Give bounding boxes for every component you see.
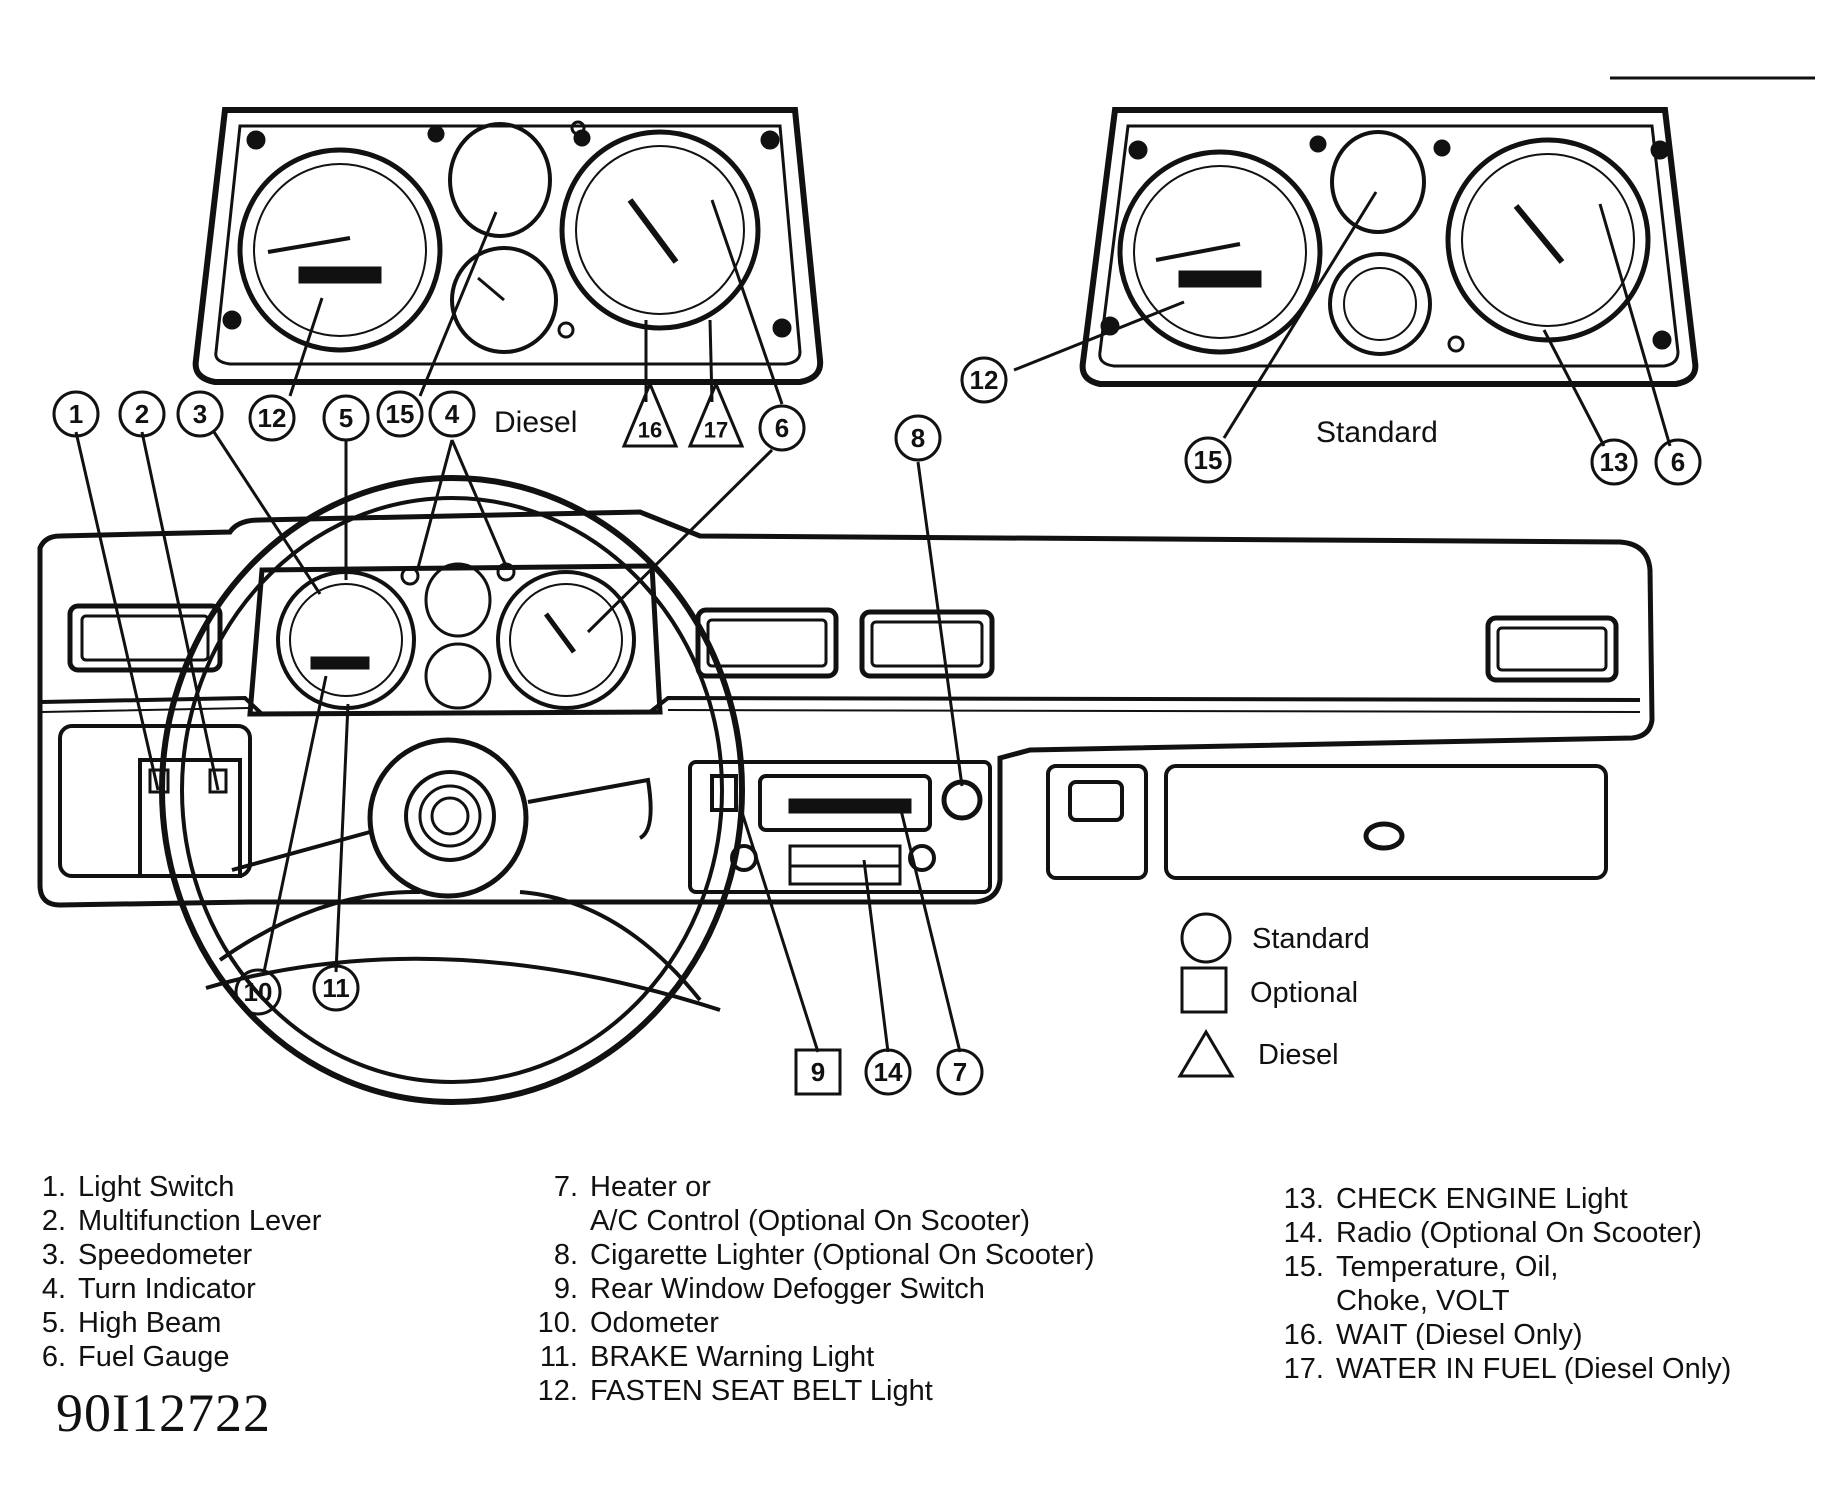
glove-box-lock xyxy=(1363,821,1405,851)
list-item: 15.Temperature, Oil, xyxy=(1283,1251,1559,1283)
callout-9: 9 xyxy=(811,1057,825,1087)
center-air-vent-right xyxy=(859,609,995,679)
callout-12-diesel: 12 xyxy=(258,403,287,433)
diesel-fuel-gauge xyxy=(559,129,761,331)
callout-6-standard: 6 xyxy=(1671,447,1685,477)
legend-diesel: Diesel xyxy=(1258,1039,1339,1071)
list-item: 14.Radio (Optional On Scooter) xyxy=(1283,1217,1702,1249)
list-item: 11.BRAKE Warning Light xyxy=(539,1341,875,1373)
list-item: 9.Rear Window Defogger Switch xyxy=(553,1273,985,1305)
diesel-cluster xyxy=(192,107,824,385)
steering-hub xyxy=(367,737,529,899)
dash-fuel-gauge xyxy=(496,570,636,710)
dashboard xyxy=(37,509,1655,908)
list-item-continuation: Choke, VOLT xyxy=(1336,1285,1510,1317)
diesel-aux-gauge xyxy=(450,246,558,354)
list-item-continuation: A/C Control (Optional On Scooter) xyxy=(590,1205,1031,1237)
legend-square-icon xyxy=(1180,966,1228,1014)
list-item: 12.FASTEN SEAT BELT Light xyxy=(537,1375,933,1407)
callout-17: 17 xyxy=(704,418,728,443)
diesel-speedometer xyxy=(237,147,443,353)
callout-7: 7 xyxy=(953,1057,967,1087)
radio xyxy=(758,774,932,832)
steering-wheel xyxy=(138,475,745,1105)
defogger-switch xyxy=(710,774,738,812)
list-item: 6.Fuel Gauge xyxy=(41,1341,230,1373)
callout-14: 14 xyxy=(874,1057,903,1087)
callout-3: 3 xyxy=(193,399,207,429)
list-item: 17.WATER IN FUEL (Diesel Only) xyxy=(1283,1353,1732,1385)
leader-lines xyxy=(74,191,1672,1053)
callout-8: 8 xyxy=(911,423,925,453)
list-item: 1.Light Switch xyxy=(41,1171,235,1203)
standard-cluster-label: Standard xyxy=(1316,416,1438,449)
center-console xyxy=(688,760,992,894)
list-item: 7.Heater or xyxy=(553,1171,711,1203)
callout-2: 2 xyxy=(135,399,149,429)
standard-speedometer xyxy=(1117,149,1323,355)
callout-shapes xyxy=(52,356,1702,1096)
callout-13: 13 xyxy=(1600,447,1629,477)
cigarette-lighter xyxy=(941,779,983,821)
component-list-col-1: 1.Light Switch 2.Multifunction Lever 3.S… xyxy=(30,1170,322,1374)
list-item: 13.CHECK ENGINE Light xyxy=(1283,1183,1628,1215)
list-item: 5.High Beam xyxy=(41,1307,222,1339)
callout-5: 5 xyxy=(339,403,353,433)
component-list-col-2: 7.Heater or A/C Control (Optional On Sco… xyxy=(520,1170,1095,1408)
callout-6-diesel: 6 xyxy=(775,413,789,443)
figure-code: 90I12722 xyxy=(56,1383,271,1443)
legend-optional: Optional xyxy=(1250,977,1358,1009)
standard-aux-gauge xyxy=(1328,252,1432,356)
dash-temp-gauge xyxy=(424,562,492,638)
standard-temp-gauge xyxy=(1330,130,1426,234)
standard-cluster xyxy=(1079,107,1699,387)
legend-triangle-icon xyxy=(1177,1029,1235,1078)
component-list-col-3: 13.CHECK ENGINE Light 14.Radio (Optional… xyxy=(1268,1182,1732,1386)
list-item: 3.Speedometer xyxy=(41,1239,253,1271)
diesel-temp-gauge xyxy=(448,122,552,238)
dash-aux-gauge xyxy=(424,642,492,710)
callout-15-standard: 15 xyxy=(1194,445,1223,475)
standard-fuel-gauge xyxy=(1445,137,1651,343)
list-item: 16.WAIT (Diesel Only) xyxy=(1283,1319,1583,1351)
list-item: 2.Multifunction Lever xyxy=(41,1205,322,1237)
glove-box xyxy=(1164,764,1608,880)
list-item: 10.Odometer xyxy=(537,1307,719,1339)
list-item: 8.Cigarette Lighter (Optional On Scooter… xyxy=(553,1239,1095,1271)
diesel-cluster-label: Diesel xyxy=(494,406,577,439)
legend-standard: Standard xyxy=(1252,923,1370,955)
legend-circle-icon xyxy=(1180,912,1232,964)
callout-12-standard: 12 xyxy=(970,365,999,395)
callout-11: 11 xyxy=(322,973,350,1003)
callout-15-diesel: 15 xyxy=(386,399,415,429)
callout-10: 10 xyxy=(244,977,273,1007)
right-air-vent xyxy=(1485,615,1619,683)
dash-speedometer xyxy=(276,570,416,710)
callout-4: 4 xyxy=(445,399,460,429)
callout-1: 1 xyxy=(69,399,83,429)
center-air-vent-left xyxy=(695,607,839,679)
callout-16: 16 xyxy=(638,418,662,443)
list-item: 4.Turn Indicator xyxy=(41,1273,256,1305)
